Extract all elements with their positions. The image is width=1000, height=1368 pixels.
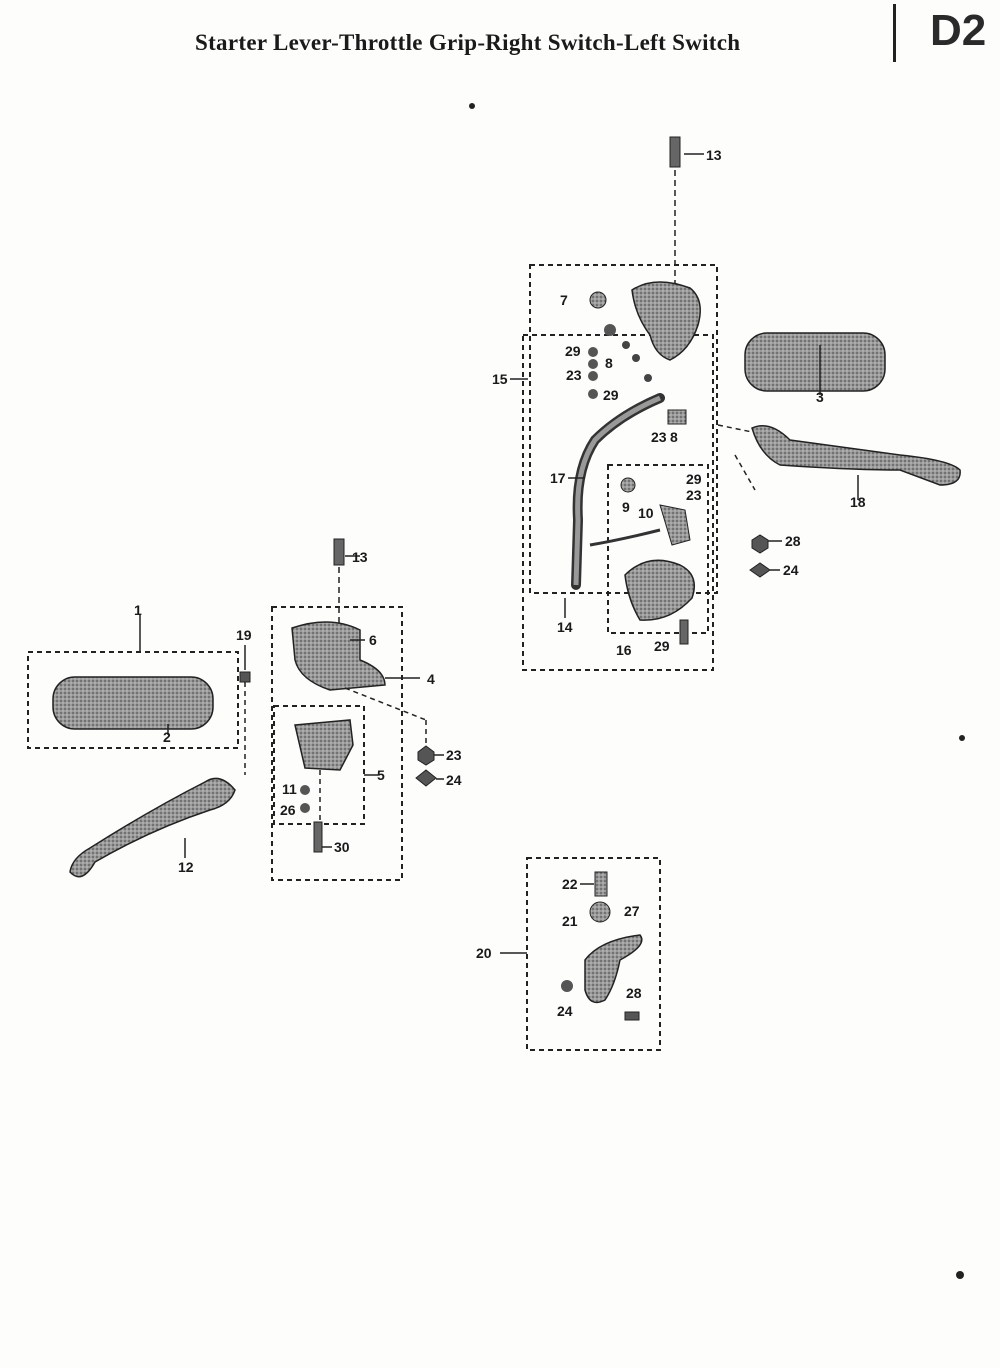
callout-27: 27	[624, 903, 640, 919]
group-14-box	[522, 334, 714, 671]
part-22	[594, 871, 608, 897]
callout-6: 6	[369, 632, 377, 648]
callout-5: 5	[377, 767, 385, 783]
group-15-box	[529, 264, 718, 594]
callout-29-a: 29	[565, 343, 581, 359]
clutch-lever-12	[69, 777, 236, 878]
diagram-title: Starter Lever-Throttle Grip-Right Switch…	[195, 30, 741, 55]
nut-24-left	[415, 769, 437, 787]
part-small-c	[632, 354, 640, 362]
callout-21: 21	[562, 913, 578, 929]
group-20-box	[526, 857, 661, 1051]
callout-7: 7	[560, 292, 568, 308]
callout-23-a: 23	[566, 367, 582, 383]
part-21	[589, 901, 611, 923]
callout-22: 22	[562, 876, 578, 892]
left-grip-2	[52, 615, 214, 735]
nut-28-right	[751, 534, 769, 554]
left-switch-housing-upper	[291, 621, 386, 691]
callout-8-b: 8	[670, 429, 678, 445]
screw-13-lower	[333, 538, 360, 630]
group-4-box	[271, 606, 403, 881]
page-code-box	[893, 4, 1000, 62]
part-29-b	[588, 389, 598, 399]
callout-23-left: 23	[446, 747, 462, 763]
part-20-body	[584, 934, 643, 1004]
callout-29-c: 29	[686, 471, 702, 487]
part-10	[659, 504, 691, 546]
callout-26: 26	[280, 802, 296, 818]
callout-20: 20	[476, 945, 492, 961]
starter-lever-18	[751, 425, 961, 486]
part-small-d	[644, 374, 652, 382]
callout-19: 19	[236, 627, 252, 643]
part-8	[588, 359, 598, 369]
right-switch-housing-lower	[624, 559, 695, 621]
nut-24-right	[749, 562, 771, 578]
part-small-b	[622, 341, 630, 349]
part-24-g20	[561, 980, 573, 992]
part-23-g20	[624, 1011, 640, 1021]
callout-17: 17	[550, 470, 566, 486]
part-23-a	[588, 371, 598, 381]
callout-13-lower: 13	[352, 549, 368, 565]
callout-2: 2	[163, 729, 171, 745]
part-9	[620, 477, 636, 493]
callout-18: 18	[850, 494, 866, 510]
callout-9: 9	[622, 499, 630, 515]
callout-11: 11	[282, 781, 297, 797]
callout-23-b: 23	[651, 429, 667, 445]
callout-28-right: 28	[785, 533, 801, 549]
callout-3: 3	[816, 389, 824, 405]
callout-8: 8	[605, 355, 613, 371]
part-29-8	[667, 409, 687, 425]
callout-30: 30	[334, 839, 350, 855]
callout-13-upper: 13	[706, 147, 722, 163]
part-29-a	[588, 347, 598, 357]
part-small-a	[604, 324, 616, 336]
screw-30-left	[313, 821, 323, 853]
nut-23-left	[417, 745, 435, 766]
callout-24-g20: 24	[557, 1003, 573, 1019]
screw-19	[239, 671, 251, 683]
callout-16: 16	[616, 642, 632, 658]
callout-12: 12	[178, 859, 194, 875]
wire-harness	[589, 528, 661, 547]
callout-1: 1	[134, 602, 142, 618]
callout-24-left: 24	[446, 772, 462, 788]
group-16-box	[607, 464, 709, 634]
callout-23-c: 23	[686, 487, 702, 503]
callout-24-right: 24	[783, 562, 799, 578]
page-code: D2	[930, 6, 987, 55]
callout-14: 14	[557, 619, 573, 635]
part-7	[589, 291, 607, 309]
part-26	[300, 803, 310, 813]
callout-4: 4	[427, 671, 435, 687]
throttle-grip-3	[744, 332, 886, 395]
callout-10: 10	[638, 505, 654, 521]
part-30-right	[679, 619, 689, 645]
right-switch-housing-upper	[631, 281, 701, 361]
callout-15: 15	[492, 371, 508, 387]
callout-28-g20: 28	[626, 985, 642, 1001]
callout-29-d: 29	[654, 638, 670, 654]
screw-13-upper	[669, 136, 704, 290]
part-11	[300, 785, 310, 795]
callout-29-b: 29	[603, 387, 619, 403]
left-switch-housing-lower	[294, 719, 354, 771]
throttle-cable-17	[571, 393, 665, 590]
